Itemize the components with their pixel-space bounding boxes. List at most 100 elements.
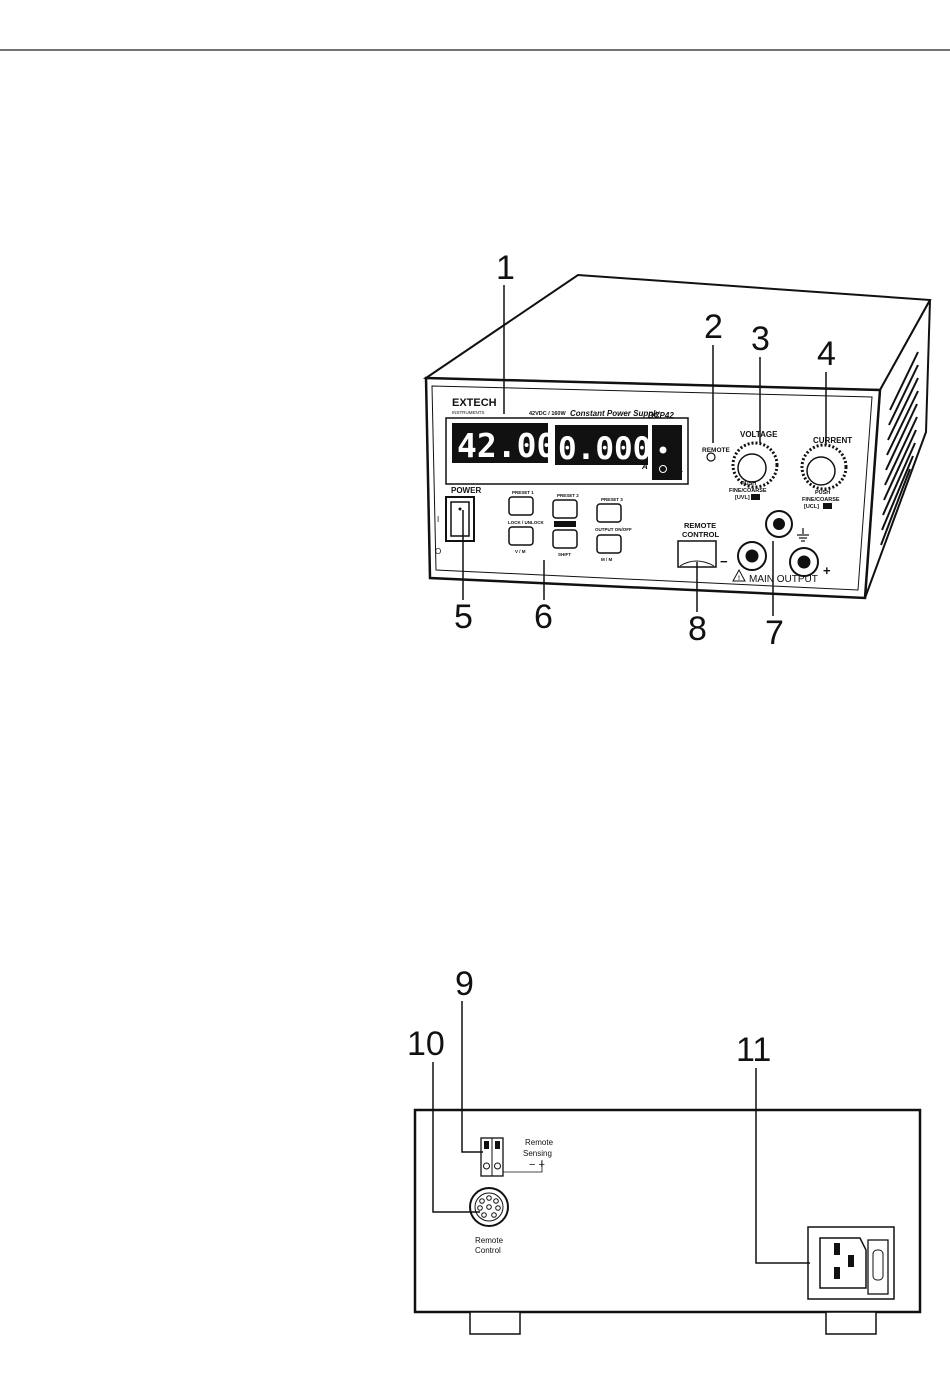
callout-4: 4	[817, 335, 836, 373]
power-label: POWER	[451, 486, 481, 495]
ac-inlet-socket[interactable]	[819, 1237, 867, 1289]
menu-label: MENU	[558, 522, 571, 527]
terminal-hole-right-icon	[494, 1162, 501, 1170]
callout-7: 7	[765, 614, 784, 652]
output-terminals: − + ! MAIN OUTPUT	[720, 510, 831, 585]
remote-indicator-led-icon	[706, 452, 716, 462]
ac-pin-left-icon	[834, 1243, 840, 1255]
current-unit: A	[641, 462, 648, 471]
rear-view: Remote Sensing − + Remote Control 9	[407, 965, 922, 1335]
warning-triangle-icon	[732, 568, 746, 582]
front-top-surface	[422, 273, 932, 392]
voltage-knob-cap[interactable]	[737, 453, 767, 483]
brand-sub-label: INSTRUMENTS	[452, 410, 485, 415]
current-lock-icon	[823, 503, 832, 509]
mode-indicator-panel	[652, 425, 682, 480]
output-label: OUTPUT ON/OFF	[595, 527, 632, 532]
callout-1: 1	[496, 249, 515, 287]
cc-label: C.C.	[669, 467, 683, 474]
power-on-mark: I	[437, 515, 439, 524]
current-knob-fine-label: FINE/COARSE	[802, 497, 840, 503]
remote-indicator-label: REMOTE	[702, 447, 730, 454]
callout-2: 2	[704, 308, 723, 346]
current-knob-cap[interactable]	[806, 456, 836, 486]
output-button[interactable]	[596, 534, 622, 554]
cv-label: C.V.	[669, 448, 682, 455]
vm-left-label: V / M	[515, 549, 526, 554]
power-switch[interactable]	[450, 501, 470, 537]
remote-sensing-label-1: Remote	[525, 1138, 554, 1147]
current-readout: 0.000	[558, 431, 651, 467]
connector-inner-ring	[474, 1192, 504, 1222]
connector-pins-icon	[477, 1195, 501, 1218]
cc-led-icon	[659, 465, 667, 473]
front-bezel-inner	[431, 385, 873, 591]
ac-pin-right-icon	[848, 1255, 854, 1267]
brand-label: EXTECH	[452, 397, 497, 409]
leader-11	[755, 1068, 810, 1264]
voltage-knob-push-label: PUSH	[741, 481, 756, 487]
ac-pin-bottom-icon	[834, 1267, 840, 1279]
negative-terminal-socket-icon	[745, 549, 759, 563]
mm-right-label: M / M	[601, 557, 612, 562]
callout-6: 6	[534, 598, 553, 636]
callout-11: 11	[736, 1031, 771, 1069]
preset3-button[interactable]	[596, 503, 622, 523]
remote-control-label-1: REMOTE	[684, 521, 716, 530]
rear-foot-left	[469, 1311, 521, 1335]
remote-sensing-label-2: Sensing	[523, 1149, 552, 1158]
fuse-icon	[872, 1249, 884, 1281]
callout-9: 9	[455, 965, 474, 1003]
remote-control-port-door	[679, 560, 715, 567]
ground-terminal-socket-icon	[773, 518, 785, 530]
callout-8: 8	[688, 610, 707, 648]
terminal-screw-right-icon	[495, 1141, 500, 1149]
voltage-unit: V	[541, 456, 547, 465]
cv-led-icon	[659, 446, 667, 454]
front-callouts: 1 2 3 4 5 6 8 7	[454, 249, 836, 652]
minus-label: −	[720, 554, 728, 569]
main-output-label: MAIN OUTPUT	[749, 574, 818, 585]
current-knob-lock-label: [UCL]	[804, 504, 819, 510]
front-view: EXTECH INSTRUMENTS 42VDC / 160W Constant…	[422, 249, 932, 652]
product-name-label: Constant Power Supply	[570, 409, 660, 418]
voltage-readout: 42.00	[457, 426, 556, 465]
terminal-hole-left-icon	[483, 1162, 490, 1170]
rear-remote-control-label-2: Control	[475, 1246, 501, 1255]
current-knob-push-label: PUSH	[815, 490, 830, 496]
preset1-button[interactable]	[508, 496, 534, 516]
rear-foot-right	[825, 1311, 877, 1335]
positive-terminal-socket-icon	[797, 555, 811, 569]
ground-symbol-icon	[797, 528, 809, 542]
voltage-knob-lock-label: [UVL]	[735, 495, 750, 501]
rear-remote-control-label-1: Remote	[475, 1236, 504, 1245]
remote-control-label-2: CONTROL	[682, 530, 719, 539]
callout-10: 10	[407, 1025, 445, 1063]
voltage-knob-fine-label: FINE/COARSE	[729, 488, 767, 494]
preset2-label: PRESET 2	[557, 493, 579, 498]
preset3-label: PRESET 3	[601, 497, 623, 502]
rating-label: 42VDC / 160W	[529, 411, 566, 417]
power-switch-dot-icon	[458, 507, 462, 511]
shift-button[interactable]	[552, 529, 578, 549]
callout-3: 3	[751, 320, 770, 358]
model-label: DCP42	[648, 411, 674, 420]
current-knob-label: CURRENT	[813, 436, 852, 445]
rear-callouts: 9 10 11	[407, 965, 810, 1264]
preset2-button[interactable]	[552, 499, 578, 519]
keypad: PRESET 1 LOCK / UNLOCK V / M PRESET 2 ME…	[508, 490, 632, 562]
shift-label: SHIFT	[558, 552, 571, 557]
sensing-bracket	[503, 1160, 543, 1173]
callout-5: 5	[454, 598, 473, 636]
current-display-lcd	[555, 425, 648, 465]
vm-left-button[interactable]	[508, 526, 534, 546]
menu-tag	[554, 521, 576, 527]
side-vents	[880, 351, 919, 546]
voltage-knob-label: VOLTAGE	[740, 430, 778, 439]
plus-label: +	[823, 563, 831, 578]
warning-exclamation-icon: !	[738, 576, 740, 582]
terminal-screw-left-icon	[484, 1141, 489, 1149]
leader-10	[432, 1062, 480, 1213]
voltage-display-lcd	[452, 423, 548, 463]
